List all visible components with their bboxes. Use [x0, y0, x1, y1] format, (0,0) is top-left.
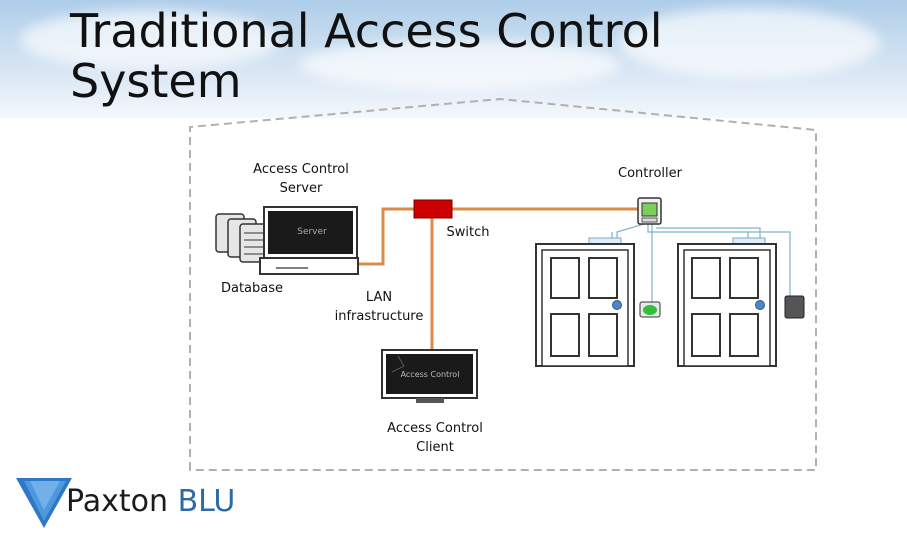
- title-line-2: System: [70, 54, 242, 108]
- page-title: Traditional Access Control System: [70, 6, 663, 106]
- server-label: Access Control Server: [253, 162, 349, 196]
- system-boundary: [189, 97, 817, 471]
- reader-2-icon: [784, 295, 805, 319]
- controller-label: Controller: [618, 166, 682, 181]
- client-monitor-icon: Access Control: [381, 349, 478, 403]
- server-screen-text: Server: [297, 227, 327, 237]
- door-1-icon: [535, 237, 635, 367]
- paxton-logo-icon: [16, 478, 72, 528]
- title-line-1: Traditional Access Control: [70, 4, 663, 58]
- database-label: Database: [220, 281, 284, 296]
- switch-label: Switch: [446, 225, 490, 240]
- controller-icon: [637, 197, 662, 225]
- logo-blu: BLU: [177, 484, 236, 519]
- switch-icon: [413, 199, 453, 219]
- sky-background: [0, 0, 907, 118]
- reader-1-icon: [639, 301, 661, 318]
- network-cables: [358, 207, 640, 350]
- paxton-blu-logo: Paxton BLU: [66, 484, 235, 519]
- client-screen-text: Access Control: [401, 370, 460, 379]
- lan-label: LAN infrastructure: [334, 290, 424, 324]
- database-icon: [215, 213, 269, 263]
- door-2-icon: [677, 237, 777, 367]
- logo-paxton: Paxton: [66, 484, 169, 519]
- server-monitor-icon: Server: [259, 206, 359, 275]
- client-label: Access Control Client: [387, 421, 483, 455]
